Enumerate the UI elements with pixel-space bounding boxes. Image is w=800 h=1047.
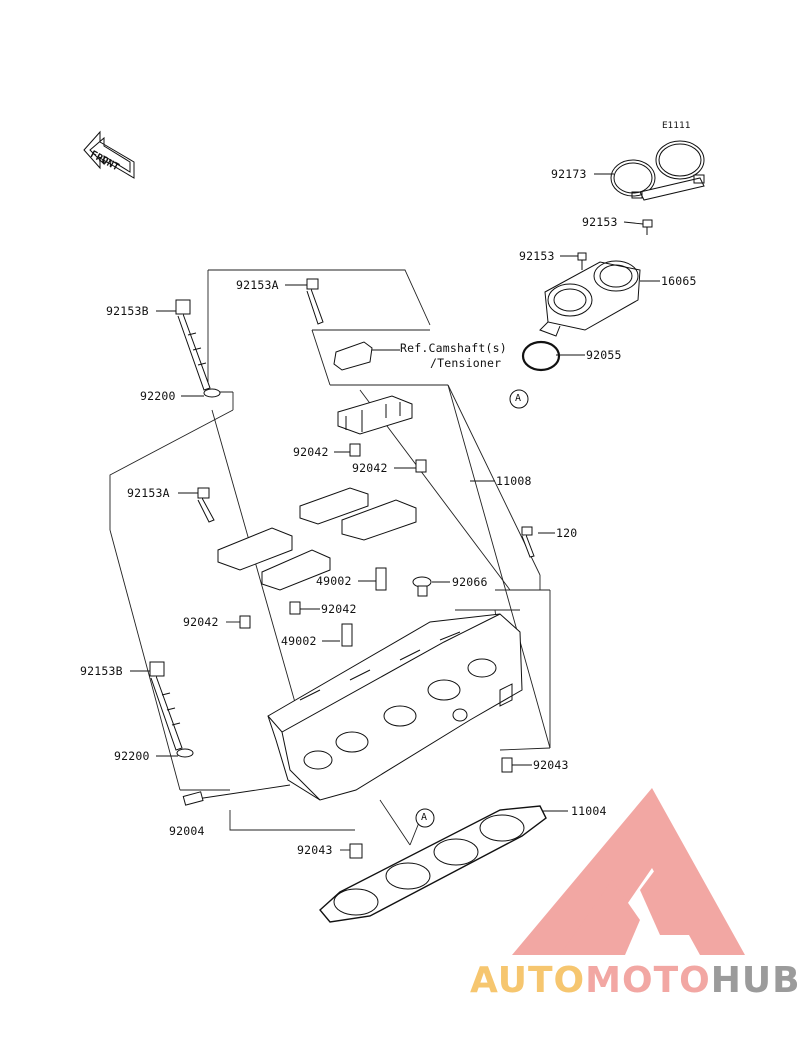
leader-lines bbox=[130, 173, 660, 851]
reference-note-line2: /Tensioner bbox=[430, 356, 502, 370]
o-ring-icon bbox=[521, 340, 561, 372]
plug-icon bbox=[412, 576, 432, 597]
part-label-92043[interactable]: 92043 bbox=[297, 843, 333, 857]
screw-icon bbox=[521, 526, 535, 558]
part-label-92042[interactable]: 92042 bbox=[293, 445, 329, 459]
part-label-92153B[interactable]: 92153B bbox=[106, 304, 149, 318]
part-label-92200[interactable]: 92200 bbox=[140, 389, 176, 403]
watermark-logo bbox=[512, 788, 745, 955]
watermark-part-hub: HUB bbox=[710, 960, 800, 1001]
part-label-92042[interactable]: 92042 bbox=[352, 461, 388, 475]
washer-icon bbox=[203, 388, 221, 398]
part-label-92173[interactable]: 92173 bbox=[551, 167, 587, 181]
part-label-16065[interactable]: 16065 bbox=[661, 274, 697, 288]
part-label-92153B[interactable]: 92153B bbox=[80, 664, 123, 678]
camshaft-cap-icon bbox=[217, 487, 417, 591]
long-bolt-icon bbox=[149, 661, 183, 751]
part-label-11008[interactable]: 11008 bbox=[496, 474, 532, 488]
screw-icon bbox=[577, 219, 653, 270]
part-label-92055[interactable]: 92055 bbox=[586, 348, 622, 362]
watermark-part-auto: AUTO bbox=[470, 960, 586, 1001]
part-label-120[interactable]: 120 bbox=[556, 526, 578, 540]
clamp-rings-icon bbox=[610, 140, 705, 201]
throttle-holder-icon bbox=[539, 260, 641, 337]
part-label-11004[interactable]: 11004 bbox=[571, 804, 607, 818]
tensioner-block-icon bbox=[333, 341, 373, 371]
part-label-92042[interactable]: 92042 bbox=[183, 615, 219, 629]
part-label-92200[interactable]: 92200 bbox=[114, 749, 150, 763]
camshaft-cap-icon bbox=[337, 395, 427, 473]
callout-circle-icon bbox=[509, 389, 529, 409]
washer-icon bbox=[176, 748, 194, 758]
part-label-92153[interactable]: 92153 bbox=[582, 215, 618, 229]
bolt-icon bbox=[197, 278, 324, 523]
callout-a-bottom: A bbox=[421, 812, 428, 823]
part-label-92042[interactable]: 92042 bbox=[321, 602, 357, 616]
part-label-49002[interactable]: 49002 bbox=[316, 574, 352, 588]
part-label-92066[interactable]: 92066 bbox=[452, 575, 488, 589]
guide-lines bbox=[109, 269, 551, 846]
part-label-92153A[interactable]: 92153A bbox=[236, 278, 279, 292]
part-label-92004[interactable]: 92004 bbox=[169, 824, 205, 838]
cylinder-head-icon bbox=[267, 613, 523, 801]
callout-a-top: A bbox=[515, 393, 522, 404]
dowel-pin-icon bbox=[239, 567, 513, 859]
part-label-92153A[interactable]: 92153A bbox=[127, 486, 170, 500]
part-label-92043[interactable]: 92043 bbox=[533, 758, 569, 772]
long-bolt-icon bbox=[175, 299, 211, 391]
head-gasket-icon bbox=[319, 805, 547, 923]
callout-circle-icon bbox=[415, 808, 435, 828]
front-arrow-icon bbox=[83, 130, 135, 179]
part-label-49002[interactable]: 49002 bbox=[281, 634, 317, 648]
watermark-part-moto: MOTO bbox=[585, 960, 711, 1001]
part-label-92153[interactable]: 92153 bbox=[519, 249, 555, 263]
stud-icon bbox=[182, 791, 204, 806]
watermark-text: AUTOMOTOHUB bbox=[470, 963, 800, 999]
reference-note-line1: Ref.Camshaft(s) bbox=[400, 341, 507, 355]
diagram-code: E1111 bbox=[662, 121, 691, 131]
